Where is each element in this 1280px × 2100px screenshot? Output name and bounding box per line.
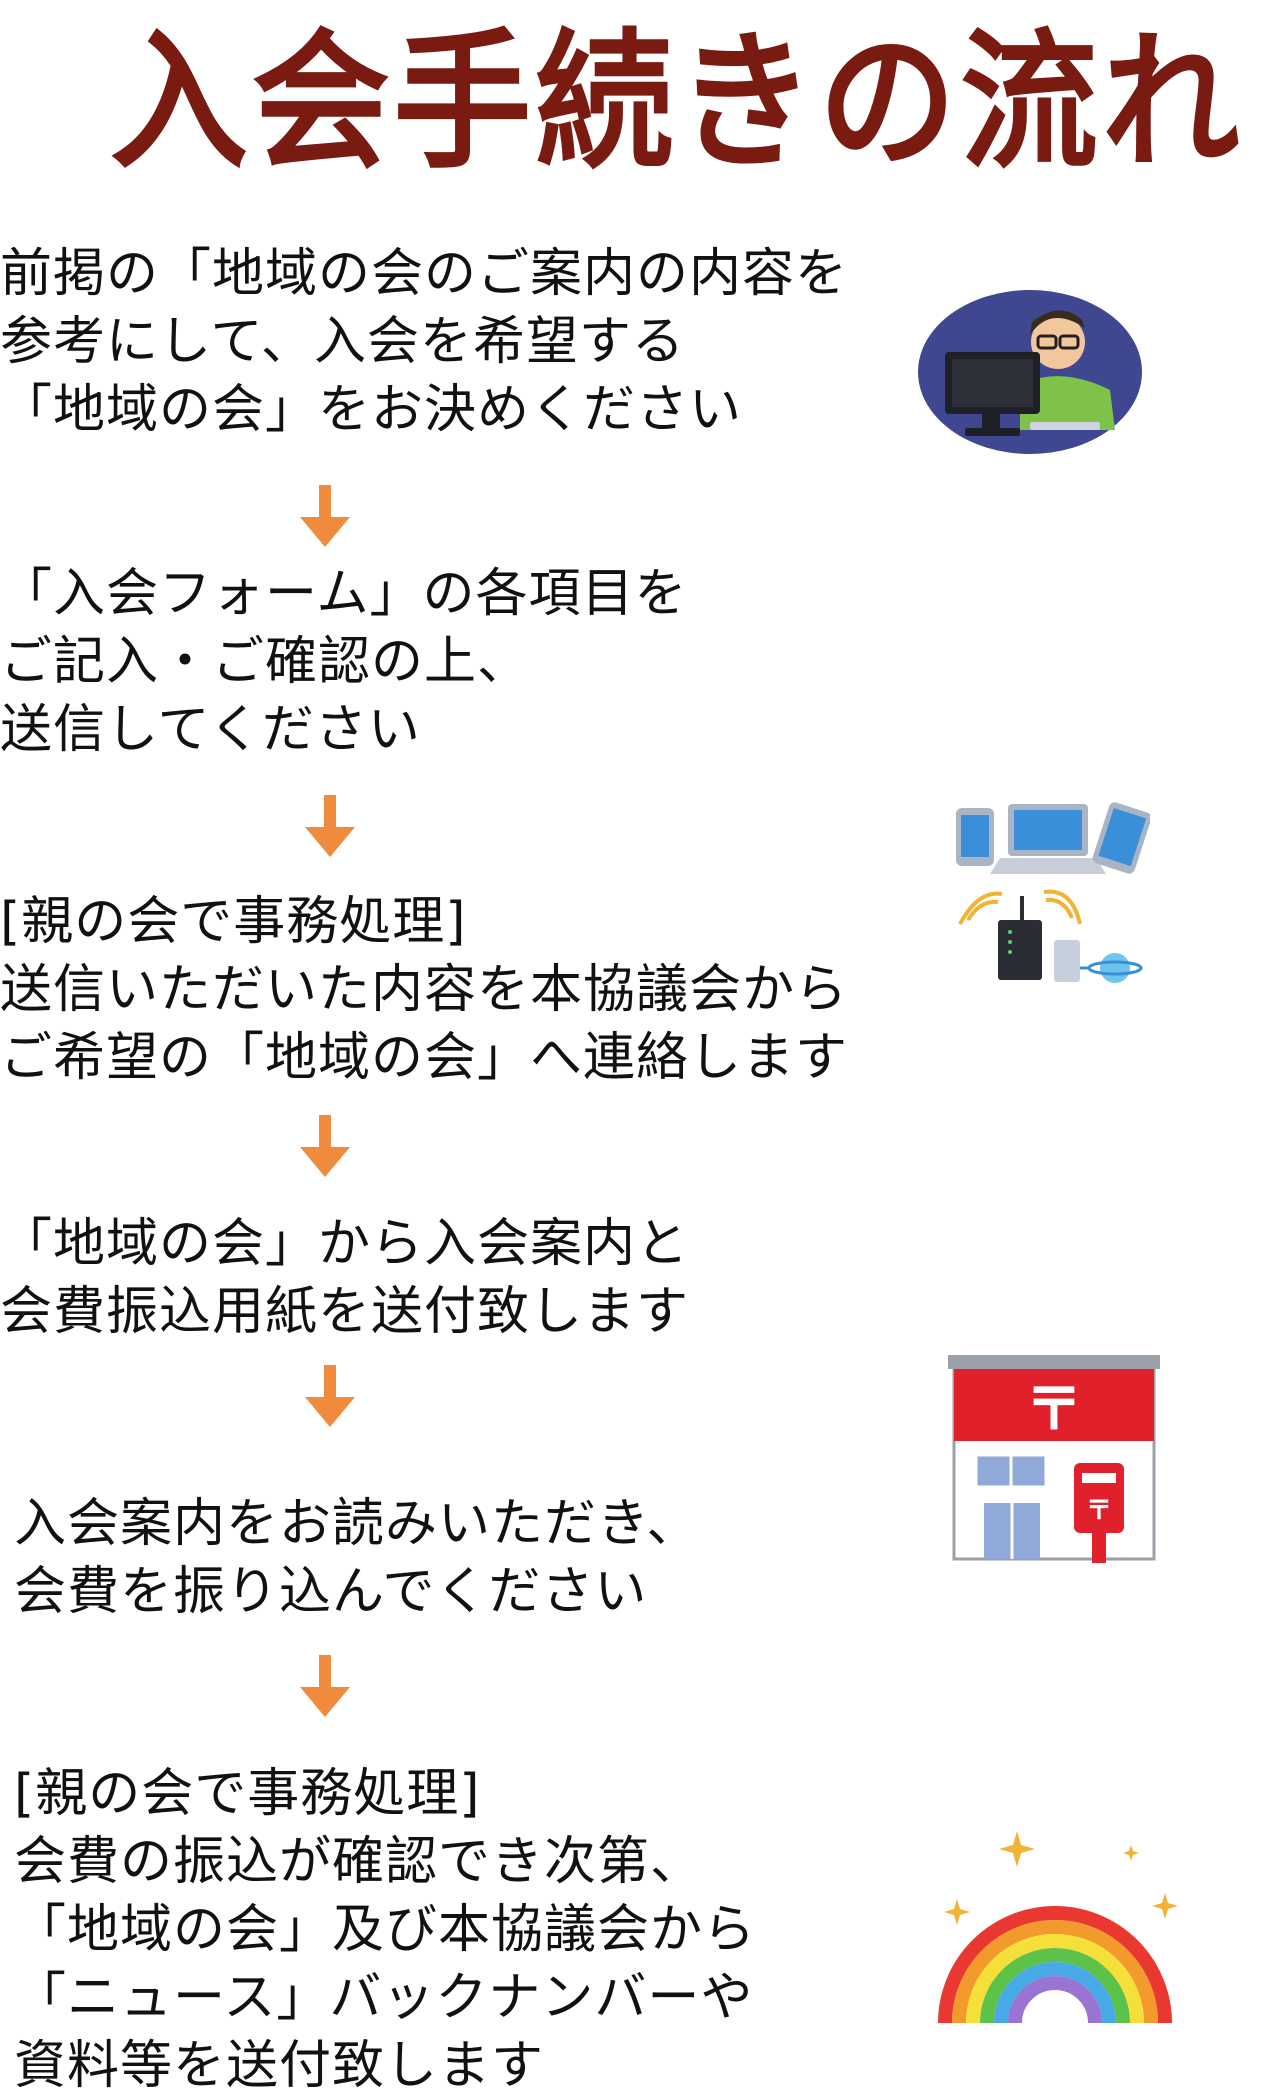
step-2-line-3: 送信してください: [0, 700, 421, 760]
step-4: 「地域の会」から入会案内と 会費振込用紙を送付致します: [0, 1210, 689, 1346]
down-arrow-icon: [300, 1115, 350, 1177]
step-3: [親の会で事務処理] 送信いただいた内容を本協議会から ご希望の「地域の会」へ連…: [0, 888, 848, 1092]
down-arrow-icon: [300, 1655, 350, 1717]
step-5: 入会案内をお読みいただき、 会費を振り込んでください: [14, 1490, 699, 1626]
step-4-line-2: 会費振込用紙を送付致します: [0, 1282, 690, 1342]
step-2-line-2: ご記入・ご確認の上、: [0, 632, 531, 692]
post-office-icon: 〒 〒: [948, 1355, 1160, 1563]
down-arrow-icon: [305, 795, 355, 857]
step-4-line-1: 「地域の会」から入会案内と: [0, 1214, 690, 1274]
step-3-line-3: ご希望の「地域の会」へ連絡します: [0, 1028, 849, 1088]
svg-text:〒: 〒: [1086, 1496, 1112, 1526]
step-5-line-1: 入会案内をお読みいただき、: [14, 1494, 700, 1554]
step-3-line-1: [親の会で事務処理]: [0, 892, 467, 952]
step-1-line-2: 参考にして、入会を希望する: [0, 312, 685, 372]
step-6-line-1: [親の会で事務処理]: [14, 1764, 481, 1824]
step-6-line-2: 会費の振込が確認でき次第、: [14, 1832, 704, 1892]
step-2-line-1: 「入会フォーム」の各項目を: [0, 564, 688, 624]
page-title: 入会手続きの流れ: [110, 16, 1244, 190]
step-3-line-2: 送信いただいた内容を本協議会から: [0, 960, 849, 1020]
step-1-line-1: 前掲の「地域の会のご案内の内容を: [0, 244, 849, 304]
step-1: 前掲の「地域の会のご案内の内容を 参考にして、入会を希望する 「地域の会」をお決…: [0, 240, 848, 444]
step-6-line-4: 「ニュース」バックナンバーや: [14, 1968, 754, 2028]
step-6: [親の会で事務処理] 会費の振込が確認でき次第、 「地域の会」及び本協議会から …: [14, 1760, 756, 2100]
down-arrow-icon: [300, 485, 350, 547]
down-arrow-icon: [305, 1365, 355, 1427]
step-1-line-3: 「地域の会」をお決めください: [0, 380, 743, 440]
post-office-sign: 〒: [1025, 1375, 1083, 1443]
step-6-line-5: 資料等を送付致します: [14, 2036, 545, 2096]
person-at-computer-icon: [918, 290, 1142, 454]
step-5-line-2: 会費を振り込んでください: [14, 1562, 648, 1622]
network-devices-icon: [956, 802, 1150, 983]
rainbow-icon: [938, 1831, 1178, 2024]
step-6-line-3: 「地域の会」及び本協議会から: [14, 1900, 757, 1960]
step-2: 「入会フォーム」の各項目を ご記入・ご確認の上、 送信してください: [0, 560, 687, 764]
